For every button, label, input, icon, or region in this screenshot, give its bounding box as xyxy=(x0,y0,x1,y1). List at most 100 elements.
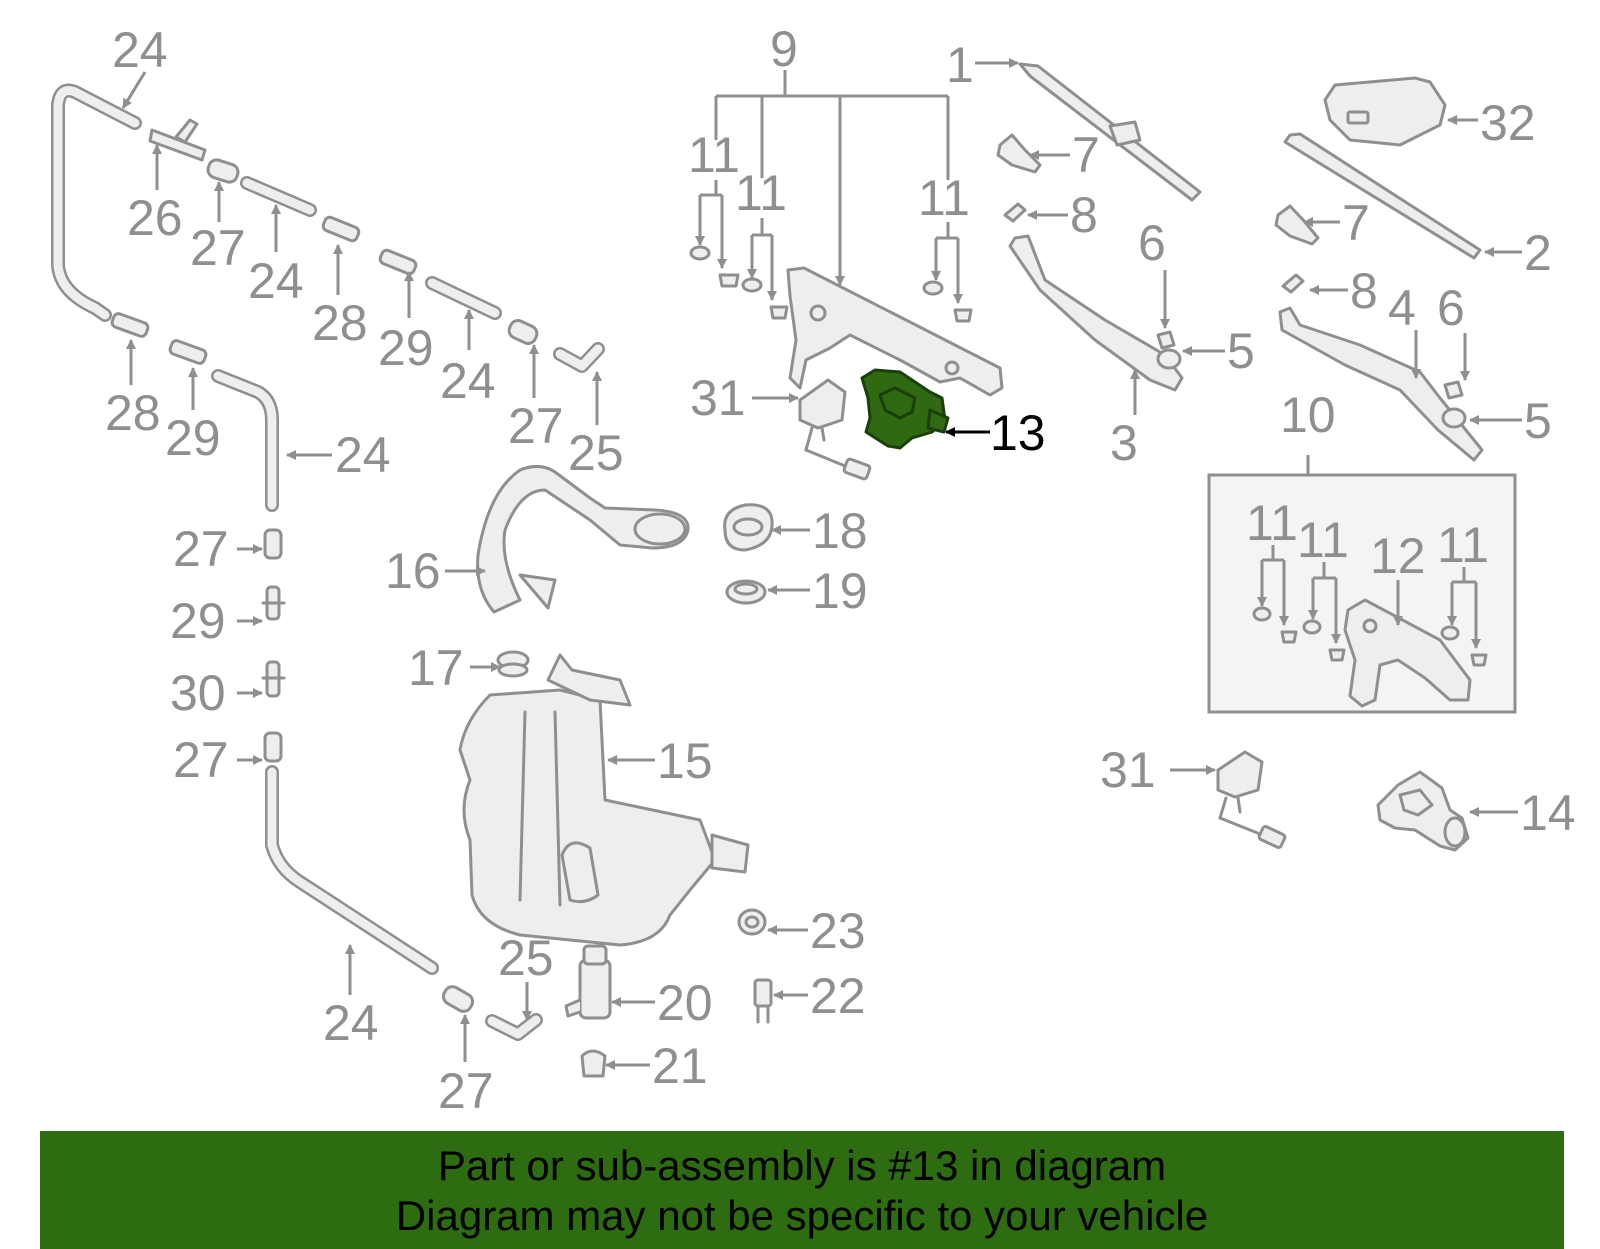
callout-7: 7 xyxy=(1342,195,1370,251)
callout-32: 32 xyxy=(1480,95,1536,151)
hose-line-24-lower xyxy=(265,765,439,975)
linkage-bracket-9 xyxy=(716,94,1004,397)
callout-5: 5 xyxy=(1524,393,1552,449)
callout-8: 8 xyxy=(1350,263,1378,319)
callout-6: 6 xyxy=(1138,215,1166,271)
callout-14: 14 xyxy=(1520,785,1576,841)
seal-23 xyxy=(737,908,767,936)
callout-25: 25 xyxy=(568,425,624,481)
callout-2: 2 xyxy=(1524,225,1552,281)
connector-30-vertical xyxy=(261,660,286,698)
callout-24: 24 xyxy=(335,427,391,483)
leader-lines xyxy=(121,58,1522,1070)
callout-11: 11 xyxy=(735,165,787,221)
blade-adapter-7-a xyxy=(996,133,1042,174)
connector-28-left xyxy=(110,312,150,338)
callout-28: 28 xyxy=(105,385,161,441)
washer-11-group-box xyxy=(1252,606,1488,667)
washer-11-group-top xyxy=(689,245,973,323)
nut-6-b xyxy=(1443,380,1464,400)
callout-27: 27 xyxy=(190,220,246,276)
cap-5-a xyxy=(1156,348,1182,370)
wiper-arm-3 xyxy=(1008,234,1184,392)
connector-29-top xyxy=(378,248,418,276)
callout-27: 27 xyxy=(438,1063,494,1119)
callout-13-highlighted: 13 xyxy=(990,405,1046,461)
wiper-motor-14 xyxy=(1376,770,1470,852)
clip-8-a xyxy=(1003,202,1027,223)
callout-7: 7 xyxy=(1072,127,1100,183)
elbow-hose-25-bottom xyxy=(485,1013,543,1041)
clip-8-b xyxy=(1281,273,1305,294)
callout-17: 17 xyxy=(408,640,464,696)
info-banner: Part or sub-assembly is #13 in diagram D… xyxy=(40,1131,1564,1249)
callout-29: 29 xyxy=(170,593,226,649)
callout-22: 22 xyxy=(810,968,866,1024)
sensor-22 xyxy=(753,978,773,1024)
callout-5: 5 xyxy=(1227,323,1255,379)
callout-29: 29 xyxy=(165,410,221,466)
banner-line-1: Part or sub-assembly is #13 in diagram xyxy=(437,1142,1167,1189)
callout-24: 24 xyxy=(112,22,168,78)
callout-12: 12 xyxy=(1370,528,1426,584)
wiper-arm-4 xyxy=(1278,306,1484,462)
hose-sleeve-27-b xyxy=(263,731,283,763)
callout-6: 6 xyxy=(1437,280,1465,336)
wiper-motor-module-32 xyxy=(1323,76,1447,147)
hose-sleeve-27-bottom xyxy=(441,985,475,1013)
banner-line-2: Diagram may not be specific to your vehi… xyxy=(395,1192,1209,1239)
callout-18: 18 xyxy=(812,503,868,559)
seal-17 xyxy=(496,650,530,678)
callout-21: 21 xyxy=(652,1038,708,1094)
elbow-hose-25-top xyxy=(553,342,605,373)
callout-1: 1 xyxy=(946,37,974,93)
hose-segment-24-mid xyxy=(425,276,502,320)
callout-9: 9 xyxy=(770,21,798,77)
callout-24: 24 xyxy=(323,995,379,1051)
callout-28: 28 xyxy=(312,295,368,351)
callout-11: 11 xyxy=(688,127,740,183)
cap-18 xyxy=(723,503,774,552)
hose-sleeve-27-top xyxy=(206,158,240,184)
pump-20 xyxy=(564,944,612,1020)
linkage-12 xyxy=(1343,598,1472,708)
callout-27: 27 xyxy=(173,521,229,577)
callout-3: 3 xyxy=(1110,415,1138,471)
hose-line-24-upper xyxy=(51,83,142,322)
hose-sleeve-27-mid xyxy=(507,319,539,345)
wiper-motor-13-highlighted[interactable] xyxy=(860,368,950,450)
position-sensor-31-upper xyxy=(798,378,872,481)
callout-30: 30 xyxy=(170,665,226,721)
connector-29-left xyxy=(168,339,208,365)
callout-labels: 24 26 27 24 28 29 24 27 25 28 29 24 27 2… xyxy=(105,21,1576,1119)
callout-10: 10 xyxy=(1280,387,1336,443)
callout-15: 15 xyxy=(657,733,713,789)
wiper-blade-1 xyxy=(1018,62,1202,202)
callout-25: 25 xyxy=(498,930,554,986)
callout-16: 16 xyxy=(385,543,441,599)
callout-26: 26 xyxy=(127,190,183,246)
callout-11: 11 xyxy=(1246,495,1298,551)
callout-23: 23 xyxy=(810,903,866,959)
callout-31: 31 xyxy=(1100,742,1156,798)
tee-connector-26 xyxy=(148,118,207,162)
callout-29: 29 xyxy=(378,320,434,376)
hose-sleeve-27-a xyxy=(263,528,283,560)
connector-28-top xyxy=(321,215,361,243)
callout-11: 11 xyxy=(918,170,970,226)
callout-24: 24 xyxy=(248,253,304,309)
position-sensor-31-lower xyxy=(1216,750,1287,849)
callout-20: 20 xyxy=(657,975,713,1031)
callout-11: 11 xyxy=(1437,517,1489,573)
connector-29-vertical xyxy=(261,585,286,621)
grommet-21 xyxy=(580,1049,607,1078)
callout-27: 27 xyxy=(508,398,564,454)
cap-5-b xyxy=(1441,407,1467,429)
filler-neck-16 xyxy=(476,465,690,614)
reservoir-15 xyxy=(458,653,750,947)
callout-4: 4 xyxy=(1388,280,1416,336)
grommet-19 xyxy=(725,579,767,605)
callout-11: 11 xyxy=(1297,512,1349,568)
callout-19: 19 xyxy=(812,563,868,619)
